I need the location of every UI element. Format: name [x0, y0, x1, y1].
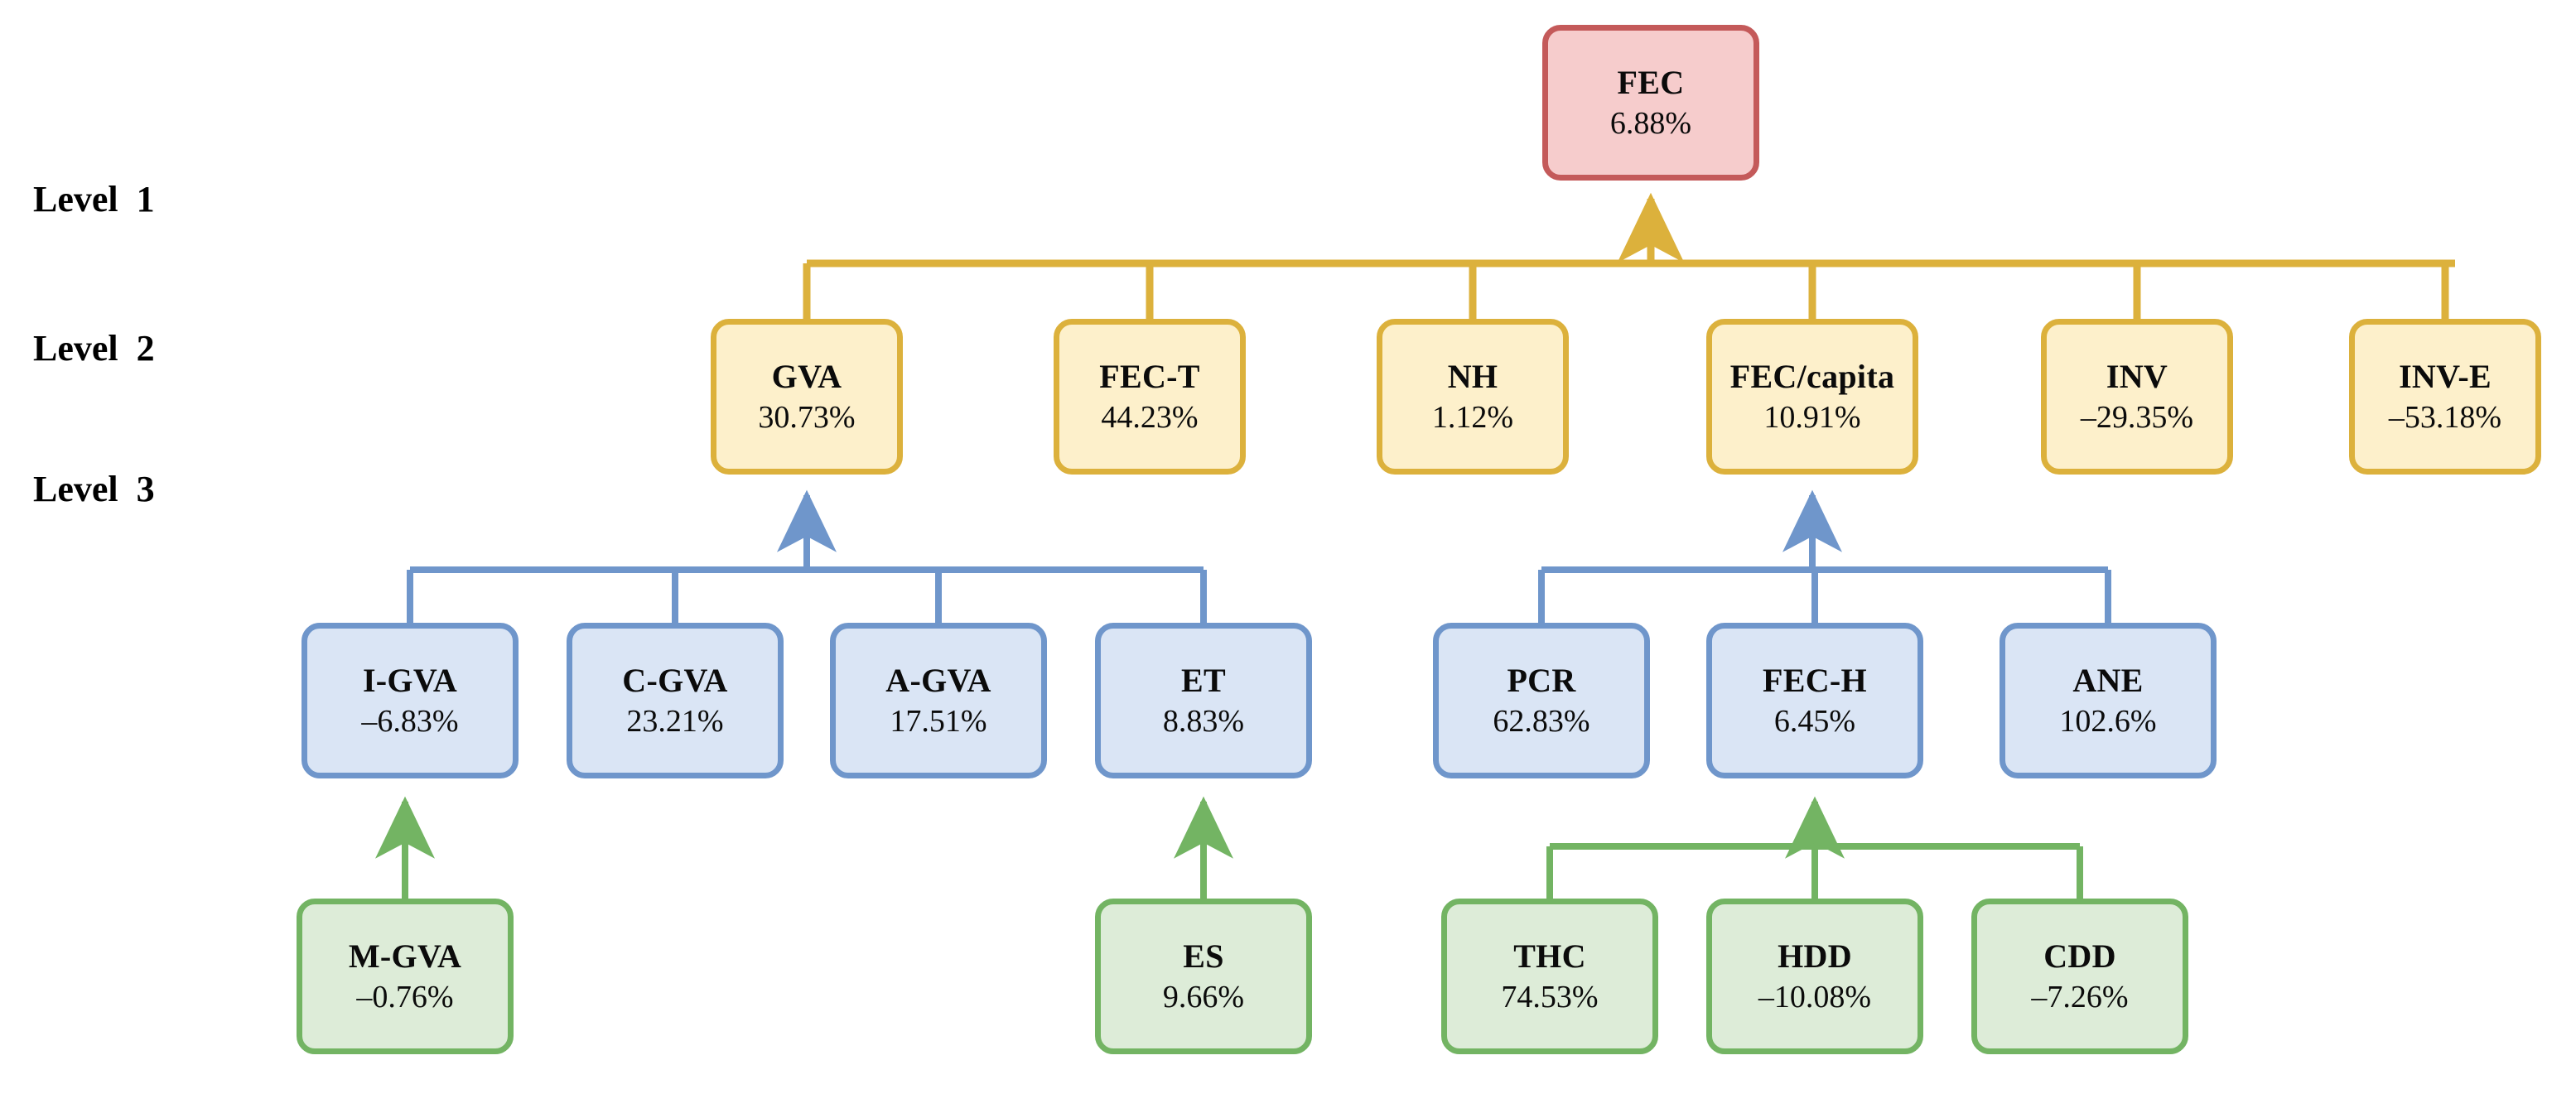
- node-label: NH: [1447, 357, 1498, 395]
- node-value: –29.35%: [2080, 400, 2194, 436]
- node-c-gva[interactable]: C-GVA 23.21%: [567, 623, 784, 778]
- node-value: 6.88%: [1609, 106, 1692, 142]
- node-value: –53.18%: [2388, 400, 2502, 436]
- node-label: CDD: [2043, 937, 2116, 975]
- node-value: 6.45%: [1773, 704, 1856, 740]
- node-value: 1.12%: [1431, 400, 1514, 436]
- node-ane[interactable]: ANE 102.6%: [2000, 623, 2217, 778]
- node-inv-e[interactable]: INV-E –53.18%: [2349, 319, 2541, 475]
- node-value: –6.83%: [361, 704, 459, 740]
- node-label: M-GVA: [348, 937, 462, 975]
- node-inv[interactable]: INV –29.35%: [2041, 319, 2233, 475]
- node-thc[interactable]: THC 74.53%: [1441, 899, 1658, 1054]
- node-es[interactable]: ES 9.66%: [1095, 899, 1312, 1054]
- node-value: 62.83%: [1493, 704, 1590, 740]
- node-label: GVA: [771, 357, 842, 395]
- node-value: 17.51%: [890, 704, 987, 740]
- node-label: PCR: [1507, 661, 1576, 699]
- edge-group-feccapita-children: [1538, 489, 2111, 623]
- node-value: 102.6%: [2059, 704, 2157, 740]
- level-label-1: Level 1: [33, 179, 155, 219]
- node-fec-h[interactable]: FEC-H 6.45%: [1706, 623, 1923, 778]
- node-label: ET: [1181, 661, 1226, 699]
- edge-group-level1-to-fec: [803, 192, 2455, 319]
- node-value: 8.83%: [1162, 704, 1245, 740]
- node-value: 30.73%: [758, 400, 856, 436]
- node-value: 44.23%: [1101, 400, 1199, 436]
- node-label: C-GVA: [622, 661, 728, 699]
- edge-group-level3-to-level2: [375, 796, 2083, 899]
- node-label: A-GVA: [885, 661, 991, 699]
- node-cdd[interactable]: CDD –7.26%: [1971, 899, 2188, 1054]
- node-value: –7.26%: [2031, 980, 2129, 1015]
- node-label: HDD: [1778, 937, 1852, 975]
- node-label: FEC-T: [1099, 357, 1200, 395]
- node-i-gva[interactable]: I-GVA –6.83%: [301, 623, 519, 778]
- node-label: ES: [1183, 937, 1224, 975]
- node-gva[interactable]: GVA 30.73%: [711, 319, 903, 475]
- node-label: FEC: [1617, 63, 1685, 101]
- node-label: FEC-H: [1763, 661, 1867, 699]
- node-label: INV-E: [2399, 357, 2492, 395]
- node-label: FEC/capita: [1729, 357, 1895, 395]
- node-fec-capita[interactable]: FEC/capita 10.91%: [1706, 319, 1918, 475]
- node-label: INV: [2106, 357, 2168, 395]
- node-label: I-GVA: [362, 661, 458, 699]
- node-value: 9.66%: [1162, 980, 1245, 1015]
- node-a-gva[interactable]: A-GVA 17.51%: [830, 623, 1047, 778]
- node-value: 74.53%: [1501, 980, 1599, 1015]
- node-et[interactable]: ET 8.83%: [1095, 623, 1312, 778]
- node-value: –0.76%: [356, 980, 454, 1015]
- node-fec[interactable]: FEC 6.88%: [1542, 25, 1759, 181]
- node-value: –10.08%: [1758, 980, 1872, 1015]
- node-label: THC: [1513, 937, 1586, 975]
- node-hdd[interactable]: HDD –10.08%: [1706, 899, 1923, 1054]
- level-label-3: Level 3: [33, 469, 155, 509]
- node-nh[interactable]: NH 1.12%: [1377, 319, 1569, 475]
- node-value: 10.91%: [1763, 400, 1861, 436]
- node-m-gva[interactable]: M-GVA –0.76%: [297, 899, 514, 1054]
- node-value: 23.21%: [626, 704, 724, 740]
- node-label: ANE: [2072, 661, 2144, 699]
- node-pcr[interactable]: PCR 62.83%: [1433, 623, 1650, 778]
- edge-group-gva-children: [407, 489, 1207, 623]
- level-label-2: Level 2: [33, 328, 155, 369]
- node-fec-t[interactable]: FEC-T 44.23%: [1054, 319, 1246, 475]
